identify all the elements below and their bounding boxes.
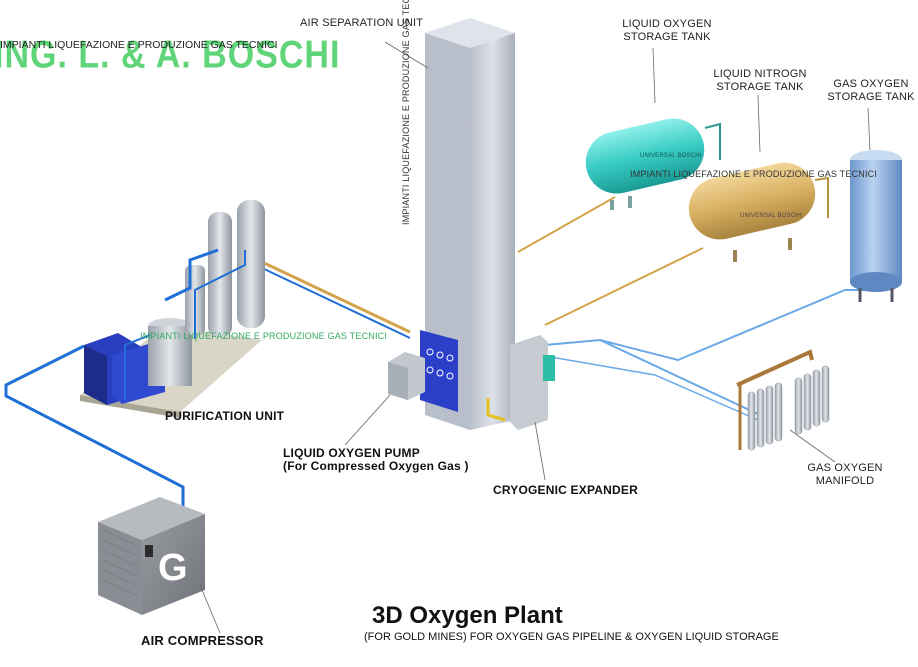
leader-lines xyxy=(199,41,871,634)
brand-watermark: ING. L. & A. BOSCHI xyxy=(0,33,341,77)
lox-tank-brand: UNIVERSAL BOSCHI xyxy=(640,153,702,159)
gas-oxygen-manifold xyxy=(736,349,830,451)
tagline-watermark: IMPIANTI LIQUEFAZIONE E PRODUZIONE GAS T… xyxy=(0,39,278,51)
air-compressor xyxy=(98,497,205,615)
column-watermark: IMPIANTI LIQUEFAZIONE E PRODUZIONE GAS T… xyxy=(401,0,411,225)
label-liquid-oxygen-pump: LIQUID OXYGEN PUMP (For Compressed Oxyge… xyxy=(283,446,469,473)
page-title: 3D Oxygen Plant xyxy=(372,602,563,629)
pipes xyxy=(4,196,868,508)
label-liquid-nitrogen-tank: LIQUID NITROGN STORAGE TANK xyxy=(713,68,807,93)
column-to-lox-pipe xyxy=(517,196,616,253)
label-purification-unit: PURIFICATION UNIT xyxy=(165,409,285,423)
liquid-nitrogen-tank xyxy=(688,162,829,262)
air-pipe xyxy=(4,344,185,508)
label-liquid-oxygen-tank: LIQUID OXYGEN STORAGE TANK xyxy=(622,18,712,43)
gas-oxygen-tank xyxy=(850,150,902,302)
tank-watermark: IMPIANTI LIQUEFAZIONE E PRODUZIONE GAS T… xyxy=(630,169,878,179)
purification-unit xyxy=(80,200,265,418)
label-air-separation-unit: AIR SEPARATION UNIT xyxy=(300,17,424,29)
air-separation-column xyxy=(388,18,555,430)
purification-watermark: IMPIANTI LIQUEFAZIONE E PRODUZIONE GAS T… xyxy=(140,331,388,341)
purification-to-column-pipe xyxy=(261,260,411,334)
lin-tank-brand: UNIVERSAL BOSCHI xyxy=(740,213,802,219)
page-subtitle: (FOR GOLD MINES) FOR OXYGEN GAS PIPELINE… xyxy=(364,631,779,643)
compressor-logo: G xyxy=(158,547,188,589)
liquid-oxygen-tank xyxy=(585,118,721,210)
label-air-compressor: AIR COMPRESSOR xyxy=(141,633,264,648)
label-gas-oxygen-manifold: GAS OXYGEN MANIFOLD xyxy=(807,462,883,487)
label-gas-oxygen-tank: GAS OXYGEN STORAGE TANK xyxy=(827,78,915,103)
column-to-lin-pipe xyxy=(544,247,704,326)
label-cryogenic-expander: CRYOGENIC EXPANDER xyxy=(493,483,638,497)
